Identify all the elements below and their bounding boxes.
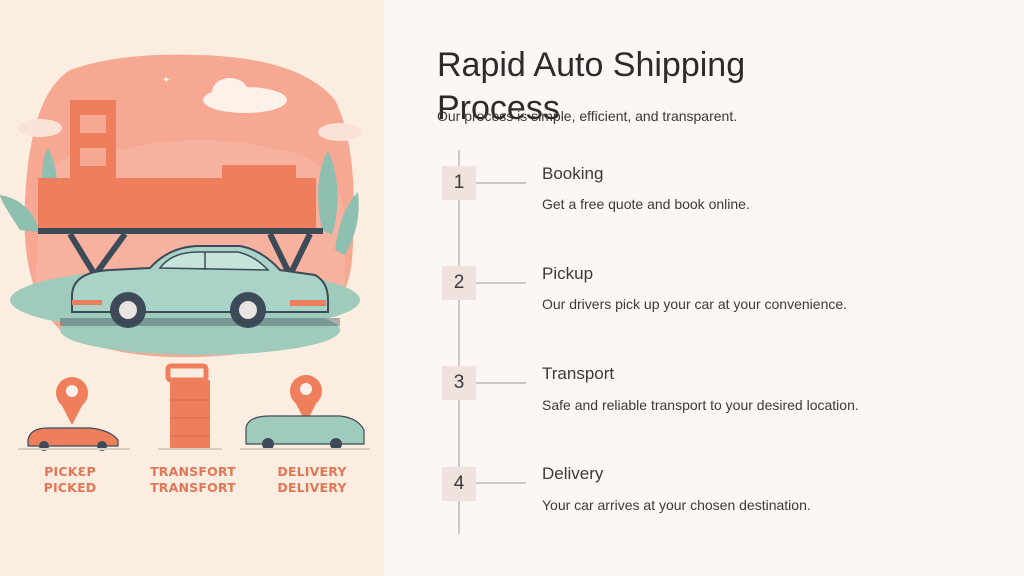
step-title: Pickup — [542, 264, 594, 283]
step-title: Transport — [542, 364, 615, 383]
van-icon — [245, 415, 365, 445]
illustration-panel: ✦ — [0, 0, 384, 576]
step-description: Your car arrives at your chosen destinat… — [542, 497, 811, 513]
transport-label-line2: TRANSFORT — [150, 480, 236, 495]
step-number: 2 — [442, 266, 476, 300]
sparkle-icon: ✦ — [162, 75, 170, 86]
pickup-scene — [18, 377, 130, 451]
delivery-scene — [240, 375, 370, 450]
cloud — [18, 119, 62, 137]
pickup-label-line1: PICKƐP — [44, 464, 96, 479]
transport-label: TRANSFORT TRANSFORT — [138, 464, 248, 496]
container-icon — [170, 380, 210, 448]
page-title: Rapid Auto Shipping Process — [437, 46, 746, 127]
trailer-deck — [38, 178, 316, 233]
car-shipping-illustration: ✦ — [0, 54, 370, 451]
pickup-label-line2: PICKED — [43, 480, 97, 495]
timeline-line — [458, 150, 460, 534]
delivery-label: DELIVERY DELIVERY — [257, 464, 367, 496]
transport-label-line1: TRANSFORT — [150, 464, 236, 479]
car-window — [158, 251, 270, 271]
plant-leaf — [335, 192, 359, 255]
cloud — [212, 78, 248, 106]
delivery-label-line2: DELIVERY — [277, 480, 347, 495]
plant-leaf — [0, 195, 40, 232]
cloud — [318, 123, 362, 141]
step-description: Safe and reliable transport to your desi… — [542, 397, 859, 413]
step-title: Booking — [542, 164, 604, 183]
content-panel — [384, 0, 1024, 576]
timeline-connector — [476, 282, 526, 284]
page-subtitle: Our process is simple, efficient, and tr… — [437, 108, 738, 124]
step-number: 1 — [442, 166, 476, 200]
timeline-connector — [476, 482, 526, 484]
timeline-connector — [476, 182, 526, 184]
lift-frame — [67, 232, 313, 277]
step-number: 3 — [442, 366, 476, 400]
step-description: Our drivers pick up your car at your con… — [542, 296, 848, 312]
step-description: Get a free quote and book online. — [542, 196, 750, 212]
car-icon — [27, 427, 119, 447]
step-number: 4 — [442, 467, 476, 501]
plant-leaf — [318, 150, 338, 235]
transport-scene — [158, 363, 222, 450]
timeline-connector — [476, 382, 526, 384]
step-title: Delivery — [542, 464, 604, 483]
delivery-label-line1: DELIVERY — [277, 464, 347, 479]
building — [70, 100, 116, 190]
pickup-label: PICKƐP PICKED — [15, 464, 125, 496]
